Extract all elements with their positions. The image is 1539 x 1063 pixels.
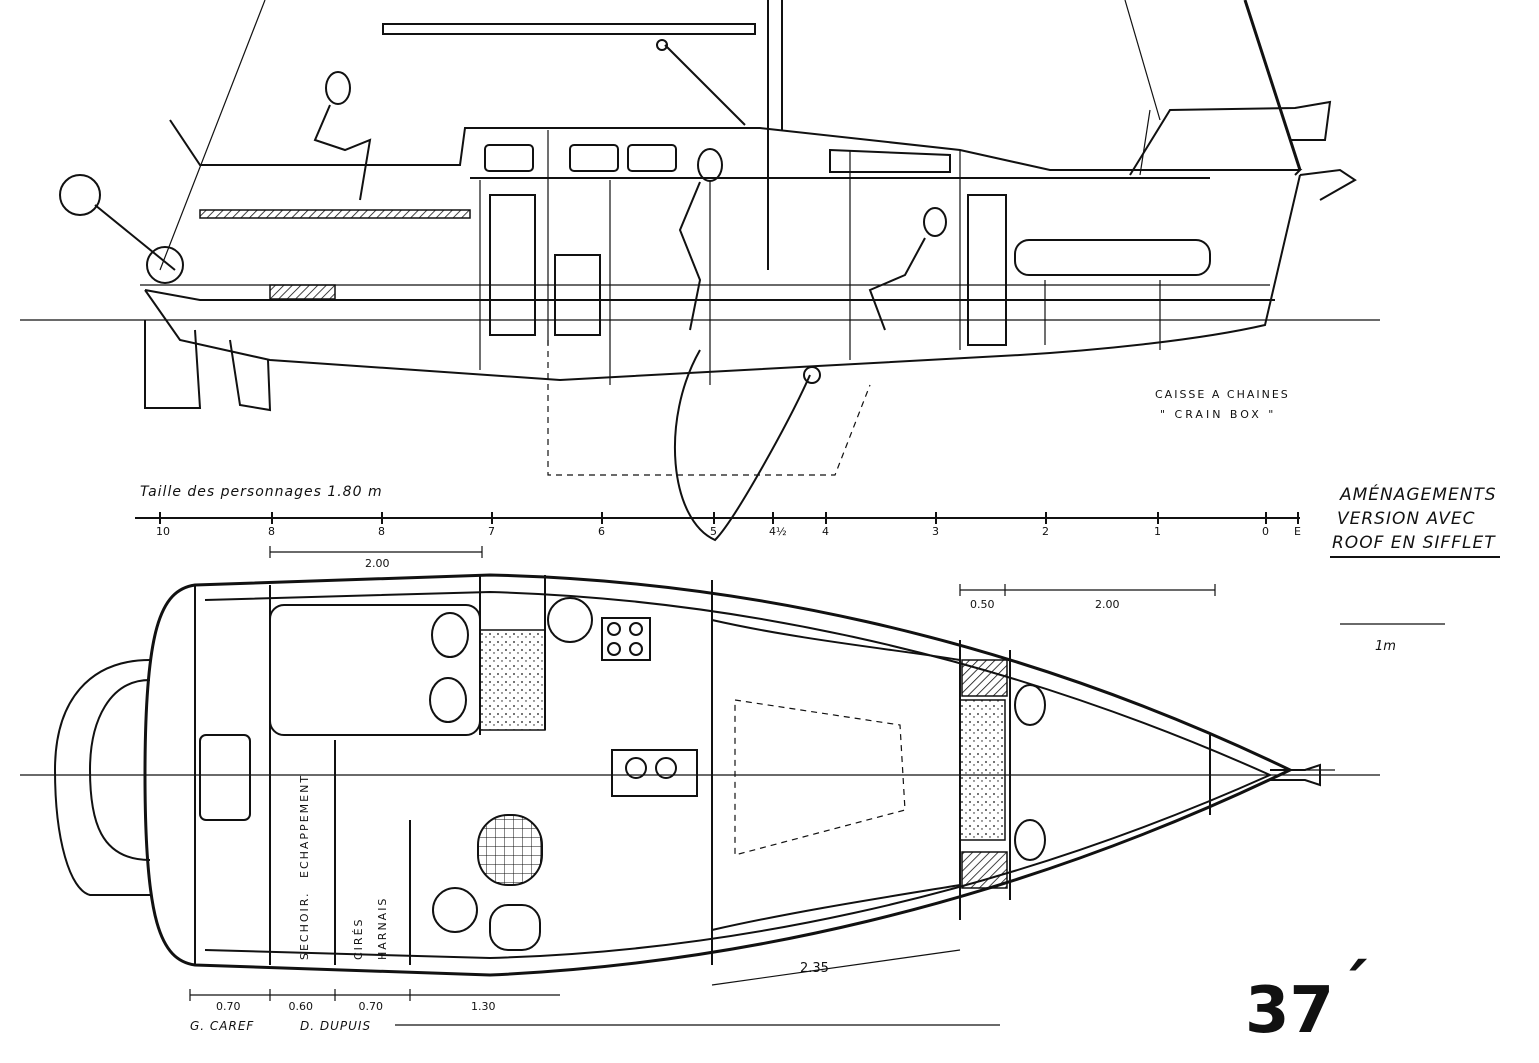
dim-050: 0.50: [970, 598, 995, 611]
plan-view: SECHOIR. ECHAPPEMENT CIRÉS HARNAIS: [20, 573, 1380, 977]
station-tick-label: 10: [156, 525, 170, 538]
station-tick-label: 4½: [769, 525, 787, 538]
station-tick-label: 6: [598, 525, 605, 538]
centreboard: [673, 349, 811, 542]
plan-dimensions: 0.50 2.00 2.35 0.70 0.60 0.70 1.30 G. CAREF…: [189, 584, 1216, 1033]
echappement-label: ECHAPPEMENT: [298, 774, 311, 878]
chain-box-label: CAISSE A CHAINES: [1155, 388, 1290, 401]
galley-stove: [601, 617, 651, 661]
model-badge: 37 ´: [1245, 952, 1370, 1048]
door: [967, 194, 1007, 346]
keel-outline: [547, 340, 871, 476]
dinghy: [53, 659, 151, 896]
model-mark: ´: [1338, 952, 1370, 1026]
model-number: 37: [1245, 974, 1334, 1048]
station-tick-label: E: [1294, 525, 1301, 538]
boom: [382, 23, 756, 35]
bottom-dimensions: 0.70 0.60 0.70 1.30: [189, 989, 496, 1013]
side-elevation: [20, 0, 1380, 542]
dim-label: 0.60: [289, 1000, 314, 1013]
station-tick-label: 5: [710, 525, 717, 538]
dim-label: 1.30: [471, 1000, 496, 1013]
dim-2m-top: 2.00: [365, 557, 390, 570]
credit-2: D. DUPUIS: [300, 1019, 371, 1033]
station-tick-label: 2: [1042, 525, 1049, 538]
credit-1: G. CAREF: [190, 1019, 254, 1033]
one-meter-label: 1m: [1375, 639, 1396, 654]
figure-size-note: Taille des personnages 1.80 m: [140, 484, 383, 500]
table-outline: [734, 699, 906, 856]
hull-plan-outline: [143, 573, 1294, 977]
cabin-window: [484, 144, 534, 172]
roof-line: ROOF EN SIFFLET: [1332, 533, 1496, 553]
dim-label: 0.70: [216, 1000, 241, 1013]
chain-box-label-en: " CRAIN BOX ": [1160, 408, 1276, 421]
station-tick-label: 8: [268, 525, 275, 538]
door: [489, 194, 536, 336]
crew-figure: [868, 207, 947, 331]
cabin-window: [569, 144, 619, 172]
cabin-window: [627, 144, 677, 172]
side-labels: CAISSE A CHAINES " CRAIN BOX ": [1155, 388, 1290, 421]
backstay: [159, 0, 266, 271]
crew-figure: [313, 71, 372, 201]
forestay: [1243, 0, 1302, 171]
cires-label: CIRÉS: [352, 917, 365, 960]
version-line: VERSION AVEC: [1337, 509, 1476, 529]
station-tick-label: 3: [932, 525, 939, 538]
steering-wheel: [59, 174, 101, 216]
station-tick-label: 8: [378, 525, 385, 538]
crew-figure: [678, 148, 723, 331]
amenagements-title: AMÉNAGEMENTS: [1339, 483, 1497, 505]
station-tick-label: 4: [822, 525, 829, 538]
dim-label: 0.70: [359, 1000, 384, 1013]
title-block: AMÉNAGEMENTS VERSION AVEC ROOF EN SIFFLE…: [1330, 483, 1500, 654]
door: [554, 254, 601, 336]
hull-sheer: [169, 119, 1303, 176]
hull-profile: [144, 174, 1301, 382]
saloon-sink: [611, 749, 698, 797]
cockpit-hatch: [199, 734, 251, 821]
sechoir-label: SECHOIR.: [298, 891, 311, 960]
dim-235: 2.35: [800, 961, 829, 976]
harnais-label: HARNAIS: [376, 897, 389, 960]
station-tick-label: 1: [1154, 525, 1161, 538]
dim-200: 2.00: [1095, 598, 1120, 611]
station-tick-label: 0: [1262, 525, 1269, 538]
station-tick-label: 7: [488, 525, 495, 538]
shower-grate: [477, 814, 543, 886]
